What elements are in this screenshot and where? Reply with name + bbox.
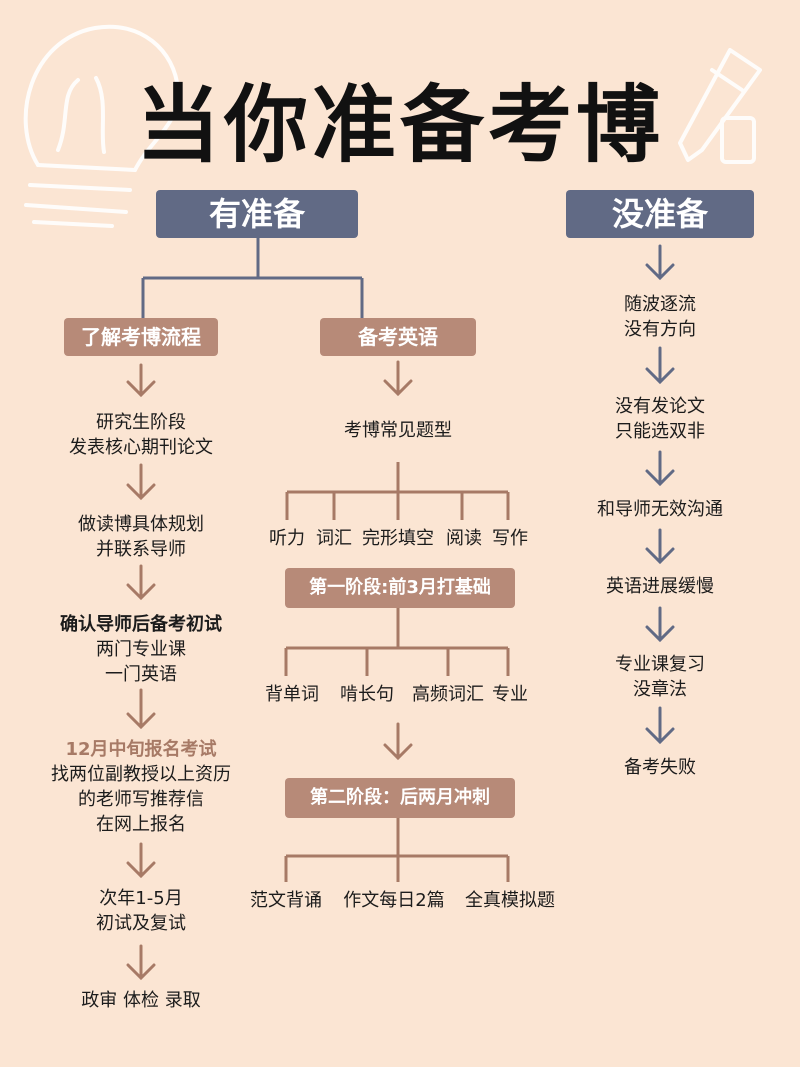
stage1-item: 背单词 [265, 684, 319, 705]
process-header: 了解考博流程 [64, 318, 218, 356]
unprepared-step-4-line-1: 英语进展缓慢 [606, 576, 714, 597]
process-step-3: 确认导师后备考初试 两门专业课 一门英语 [41, 612, 241, 687]
unprepared-step-1-line-2: 没有方向 [624, 319, 696, 340]
process-step-4: 12月中旬报名考试 找两位副教授以上资历 的老师写推荐信 在网上报名 [31, 737, 251, 837]
process-step-4-line-3: 的老师写推荐信 [78, 789, 204, 810]
process-step-4-line-2: 找两位副教授以上资历 [51, 764, 231, 785]
down-arrow-icon [645, 450, 675, 487]
process-step-1-line-1: 研究生阶段 [96, 412, 186, 433]
process-step-5-line-1: 次年1-5月 [99, 888, 183, 909]
process-step-2: 做读博具体规划 并联系导师 [41, 512, 241, 562]
question-type-label: 听力 [269, 528, 305, 549]
unprepared-step-1: 随波逐流 没有方向 [560, 292, 760, 342]
down-arrow-icon [645, 706, 675, 745]
unprepared-step-6-line-1: 备考失败 [624, 757, 696, 778]
process-step-6: 政审 体检 录取 [41, 988, 241, 1013]
question-type-label: 词汇 [316, 528, 352, 549]
down-arrow-icon [126, 363, 156, 398]
pencil-icon [678, 48, 762, 164]
down-arrow-icon [126, 564, 156, 601]
stage2-header: 第二阶段：后两月冲刺 [285, 778, 515, 818]
unprepared-step-5-line-1: 专业课复习 [615, 654, 705, 675]
process-step-4-line-4: 在网上报名 [96, 814, 186, 835]
question-type-label: 写作 [492, 528, 528, 549]
down-arrow-icon [645, 346, 675, 385]
lightbulb-icon [23, 24, 181, 228]
process-step-5-line-2: 初试及复试 [96, 913, 186, 934]
stage2-item: 范文背诵 [250, 890, 322, 911]
down-arrow-icon [383, 360, 413, 397]
down-arrow-icon [126, 944, 156, 981]
down-arrow-icon [645, 528, 675, 565]
unprepared-step-3: 和导师无效沟通 [560, 497, 760, 522]
process-step-4-line-1: 12月中旬报名考试 [65, 739, 217, 760]
stage1-header: 第一阶段:前3月打基础 [285, 568, 515, 608]
unprepared-step-3-line-1: 和导师无效沟通 [597, 499, 723, 520]
down-arrow-icon [126, 688, 156, 730]
page-title: 当你准备考博 [135, 76, 664, 174]
process-step-3-line-3: 一门英语 [105, 664, 177, 685]
stage2-item: 作文每日2篇 [343, 890, 445, 911]
stage1-item: 啃长句 [340, 684, 394, 705]
unprepared-step-2: 没有发论文 只能选双非 [560, 394, 760, 444]
stage1-item: 专业 [492, 684, 528, 705]
english-header: 备考英语 [320, 318, 476, 356]
unprepared-step-4: 英语进展缓慢 [560, 574, 760, 599]
down-arrow-icon [645, 606, 675, 643]
unprepared-step-2-line-1: 没有发论文 [615, 396, 705, 417]
unprepared-step-2-line-2: 只能选双非 [615, 421, 705, 442]
question-type-label: 完形填空 [362, 528, 434, 549]
unprepared-header: 没准备 [566, 190, 754, 238]
stage2-item: 全真模拟题 [465, 890, 555, 911]
question-types-title: 考博常见题型 [344, 420, 452, 441]
process-step-2-line-1: 做读博具体规划 [78, 514, 204, 535]
down-arrow-icon [645, 244, 675, 281]
unprepared-step-5-line-2: 没章法 [633, 679, 687, 700]
question-type-label: 阅读 [446, 528, 482, 549]
process-step-3-line-1: 确认导师后备考初试 [60, 614, 222, 635]
process-step-5: 次年1-5月 初试及复试 [41, 886, 241, 936]
down-arrow-icon [126, 842, 156, 879]
process-step-1-line-2: 发表核心期刊论文 [69, 437, 213, 458]
process-step-2-line-2: 并联系导师 [96, 539, 186, 560]
process-step-3-line-2: 两门专业课 [96, 639, 186, 660]
down-arrow-icon [126, 463, 156, 501]
process-step-6-line-1: 政审 体检 录取 [81, 990, 201, 1011]
unprepared-step-1-line-1: 随波逐流 [624, 294, 696, 315]
unprepared-step-5: 专业课复习 没章法 [560, 652, 760, 702]
prepared-header: 有准备 [156, 190, 358, 238]
down-arrow-icon [383, 722, 413, 761]
unprepared-step-6: 备考失败 [560, 755, 760, 780]
stage1-item: 高频词汇 [412, 684, 484, 705]
process-step-1: 研究生阶段 发表核心期刊论文 [41, 410, 241, 460]
